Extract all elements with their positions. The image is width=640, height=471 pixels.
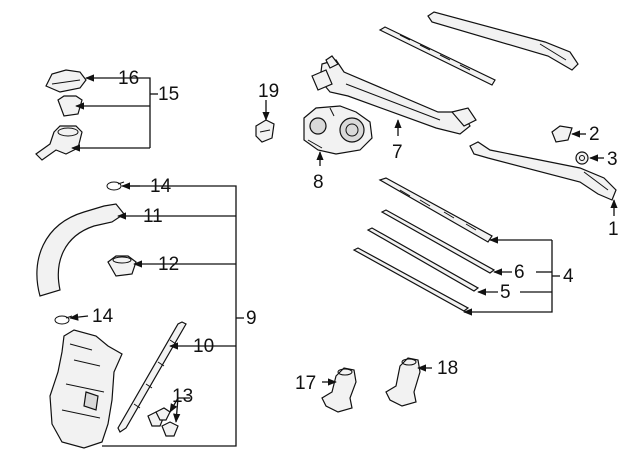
callout-10: 10 — [193, 336, 214, 357]
wiper-motor-part — [303, 105, 373, 155]
callout-2: 2 — [589, 124, 600, 145]
callout-14-upper: 14 — [150, 176, 172, 197]
callout-5: 5 — [500, 282, 511, 303]
filler-hose-part — [36, 203, 125, 297]
blade-insert-middle-part — [366, 227, 480, 292]
washer-pump-tube-part — [117, 321, 187, 433]
clip-part — [255, 119, 275, 143]
blade-insert-upper-part — [380, 209, 496, 274]
washer-reservoir-part — [49, 329, 123, 449]
callout-11: 11 — [143, 206, 163, 227]
upper-wiper-arm-part — [427, 11, 579, 71]
hose-clamp-upper-part — [106, 181, 125, 191]
cap-part — [551, 125, 573, 143]
wiper-linkage-part — [311, 55, 477, 135]
callout-9: 9 — [246, 308, 257, 329]
callout-4: 4 — [563, 266, 574, 287]
pump-grommet-part — [147, 407, 179, 437]
upper-wiper-blade-part — [378, 26, 496, 86]
filler-neck-lower-part — [35, 125, 83, 161]
lower-wiper-arm-part — [469, 141, 617, 201]
blade-insert-lower-part — [352, 247, 470, 312]
callout-15: 15 — [158, 84, 179, 105]
reservoir-cap-part — [45, 69, 87, 93]
hose-clamp-lower-part — [54, 315, 73, 325]
callout-19: 19 — [258, 81, 279, 102]
wiper-blade-part — [378, 177, 493, 243]
washer-pump-a-part — [321, 367, 357, 413]
callout-12: 12 — [158, 254, 179, 275]
washer-pump-b-part — [385, 357, 421, 407]
callout-17: 17 — [295, 373, 316, 394]
leader-lines — [69, 74, 618, 447]
callout-14-lower: 14 — [92, 306, 114, 327]
grommet-part — [107, 255, 137, 277]
callout-13: 13 — [172, 386, 193, 407]
callout-8: 8 — [313, 172, 324, 193]
callout-18: 18 — [437, 358, 458, 379]
nut-part — [575, 151, 589, 165]
callout-7: 7 — [392, 142, 403, 163]
callout-6: 6 — [514, 262, 525, 283]
callout-1: 1 — [608, 219, 619, 240]
callout-16: 16 — [118, 68, 139, 89]
filler-neck-upper-part — [57, 95, 83, 117]
callout-3: 3 — [607, 149, 618, 170]
